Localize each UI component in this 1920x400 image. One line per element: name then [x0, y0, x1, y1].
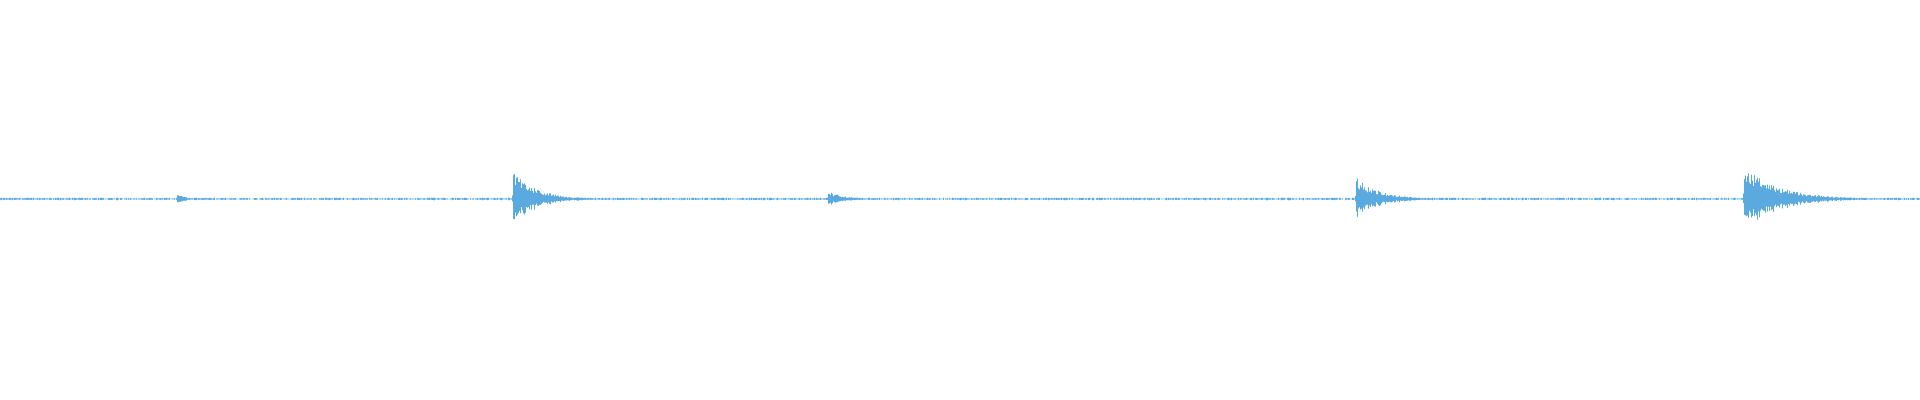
waveform-path — [0, 173, 1920, 220]
waveform-samples — [0, 173, 1920, 220]
